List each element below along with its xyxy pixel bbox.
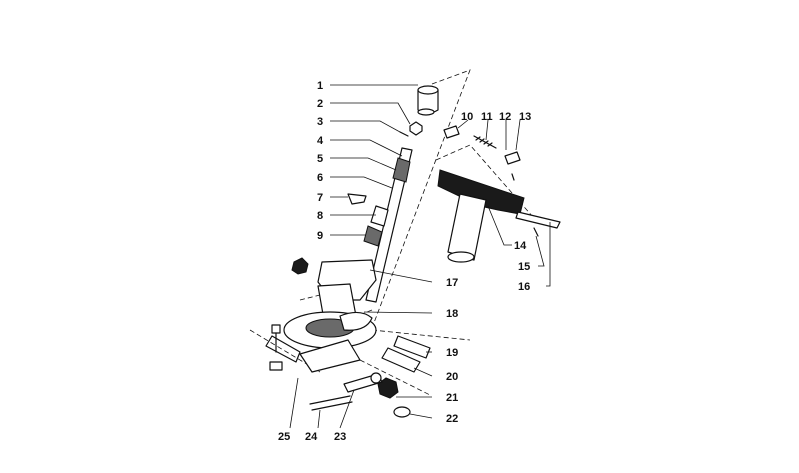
callout-16: 16 <box>518 281 530 293</box>
callout-8: 8 <box>317 210 323 222</box>
callout-13: 13 <box>519 111 531 123</box>
callout-3: 3 <box>317 116 323 128</box>
part-21-22-nut-washer <box>377 377 411 418</box>
part-4-9-shift-rod <box>363 147 413 303</box>
part-2-nut <box>409 121 423 136</box>
callout-19: 19 <box>446 347 458 359</box>
callout-21: 21 <box>446 392 458 404</box>
callout-7: 7 <box>317 192 323 204</box>
part-15-pin <box>533 227 539 237</box>
callout-11: 11 <box>481 111 493 123</box>
callout-9: 9 <box>317 230 323 242</box>
callout-22: 22 <box>446 413 458 425</box>
base-bolt <box>269 324 283 371</box>
callout-23: 23 <box>334 431 346 443</box>
part-23-24-linkage <box>309 372 383 411</box>
callout-10: 10 <box>461 111 473 123</box>
part-3-pin <box>399 131 409 137</box>
callout-14: 14 <box>514 240 527 252</box>
callout-5: 5 <box>317 153 323 165</box>
part-16-shaft <box>515 211 561 229</box>
part-7-clip <box>347 193 367 205</box>
callout-17: 17 <box>446 277 458 289</box>
callout-4: 4 <box>317 135 324 147</box>
callout-25: 25 <box>278 431 290 443</box>
part-17-18-housing <box>265 259 377 373</box>
callout-20: 20 <box>446 371 458 383</box>
callout-12: 12 <box>499 111 511 123</box>
callout-24: 24 <box>305 431 318 443</box>
part-19-20-rollers <box>381 335 431 373</box>
callout-leaders <box>289 84 551 429</box>
callout-18: 18 <box>446 308 458 320</box>
callout-labels: 1 2 3 4 5 6 7 8 9 10 11 12 13 14 15 16 1… <box>278 80 531 443</box>
callout-15: 15 <box>518 261 530 273</box>
callout-2: 2 <box>317 98 323 110</box>
callout-6: 6 <box>317 172 323 184</box>
part-14-t-handle <box>437 169 525 263</box>
part-1-bushing <box>417 85 439 116</box>
callout-1: 1 <box>317 80 323 92</box>
loose-nut <box>291 257 309 275</box>
part-10-13-detent <box>443 125 521 181</box>
